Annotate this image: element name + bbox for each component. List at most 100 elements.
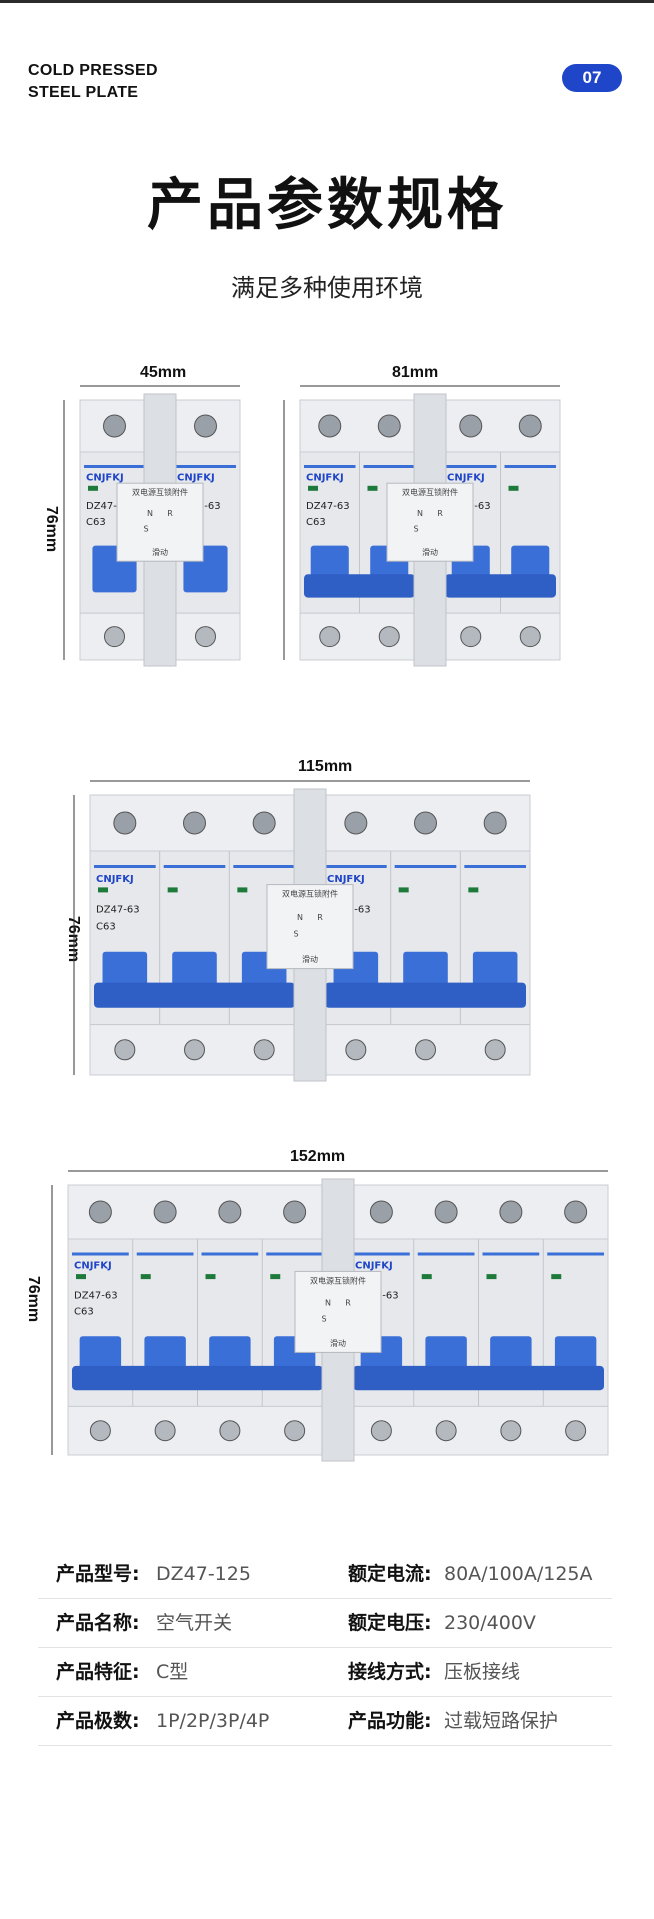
screw-icon xyxy=(284,1420,306,1442)
figure-1-width-label: 45mm xyxy=(140,364,187,381)
brand-line-1: COLD PRESSED xyxy=(28,62,158,79)
interlock-slide-label: 滑动 xyxy=(152,547,168,557)
pole-stripe xyxy=(72,1252,129,1256)
screw-icon xyxy=(113,811,137,835)
spec-table: 产品型号: DZ47-125 额定电流: 80A/100A/125A 产品名称:… xyxy=(38,1550,612,1746)
pole-stripe xyxy=(504,465,556,468)
handle-tie-bar xyxy=(353,1365,604,1391)
handle-tie-bar xyxy=(325,982,526,1008)
screw-icon xyxy=(88,1200,112,1224)
screw-icon xyxy=(318,414,342,438)
interlock-n-label: N xyxy=(417,509,423,518)
figure-3-breaker-6p: CNJFKJDZ47-63C63CNJFKJDZ47-63C63双电源互锁附件N… xyxy=(73,780,531,1082)
spec-label: 额定电压: xyxy=(348,1612,432,1634)
screw-icon xyxy=(218,1200,242,1224)
pole-stripe xyxy=(363,465,415,468)
pole-stripe xyxy=(394,865,457,868)
interlock-n-label: N xyxy=(325,1298,331,1307)
screw-icon xyxy=(153,1200,177,1224)
screw-icon xyxy=(434,1200,458,1224)
rating-text: C63 xyxy=(306,517,326,528)
terminal-block xyxy=(299,612,420,661)
handle-tie-bar xyxy=(94,982,295,1008)
indicator-window xyxy=(140,1274,151,1280)
spec-label: 产品特征: xyxy=(56,1661,140,1683)
spec-label: 产品功能: xyxy=(348,1710,432,1732)
handle-tie-bar xyxy=(72,1365,323,1391)
model-text: DZ47-63 xyxy=(306,501,350,512)
indicator-window xyxy=(398,887,409,893)
interlock-s-label: S xyxy=(413,525,418,534)
model-text: DZ47-63 xyxy=(74,1290,118,1301)
screw-icon xyxy=(184,1039,205,1061)
logo-text: CNJFKJ xyxy=(177,473,215,484)
screw-icon xyxy=(154,1420,176,1442)
interlock-n-label: N xyxy=(147,509,153,518)
rating-text: C63 xyxy=(86,517,106,528)
screw-icon xyxy=(483,811,507,835)
screw-icon xyxy=(344,811,368,835)
interlock-r-label: R xyxy=(437,509,443,518)
spec-label: 产品极数: xyxy=(56,1710,140,1732)
interlock-slide-label: 滑动 xyxy=(422,547,438,557)
interlock-s-label: S xyxy=(293,930,298,939)
spec-value: 230/400V xyxy=(444,1612,536,1634)
screw-icon xyxy=(378,626,400,648)
pole-stripe xyxy=(304,465,356,468)
figure-4-width-label: 152mm xyxy=(290,1148,346,1165)
logo-text: CNJFKJ xyxy=(96,874,134,885)
terminal-block xyxy=(440,612,561,661)
handle-tie-bar xyxy=(445,574,556,598)
pole-stripe xyxy=(325,865,387,868)
terminal-block xyxy=(299,399,420,453)
logo-text: CNJFKJ xyxy=(86,473,124,484)
spec-row: 产品型号: DZ47-125 额定电流: 80A/100A/125A xyxy=(38,1550,612,1599)
brand-line-2: STEEL PLATE xyxy=(28,84,139,101)
screw-icon xyxy=(253,1039,275,1061)
pole-stripe xyxy=(266,1252,323,1256)
screw-icon xyxy=(219,1420,241,1442)
rating-text: C63 xyxy=(74,1307,94,1318)
terminal-block xyxy=(348,1405,609,1456)
spec-label: 接线方式: xyxy=(348,1661,432,1683)
indicator-window xyxy=(468,887,479,893)
terminal-block xyxy=(440,399,561,453)
interlock-slide-label: 滑动 xyxy=(302,954,318,964)
indicator-window xyxy=(551,1274,562,1280)
indicator-window xyxy=(508,485,519,491)
interlock-r-label: R xyxy=(317,913,323,922)
page-number-badge: 07 xyxy=(562,64,622,92)
screw-icon xyxy=(104,626,125,648)
logo-text: CNJFKJ xyxy=(74,1261,112,1272)
screw-icon xyxy=(345,1039,367,1061)
spec-label: 产品型号: xyxy=(56,1563,140,1585)
screw-icon xyxy=(484,1039,506,1061)
interlock-r-label: R xyxy=(167,509,173,518)
interlock-plate xyxy=(266,884,354,970)
spec-value: 80A/100A/125A xyxy=(444,1563,593,1585)
indicator-window xyxy=(270,1274,281,1280)
indicator-window xyxy=(237,887,248,893)
figure-1-breaker-2p: CNJFKJDZ47-63C63CNJFKJDZ47-63C63双电源互锁附件N… xyxy=(63,385,241,667)
indicator-window xyxy=(167,887,178,893)
pole-stripe xyxy=(84,465,145,468)
top-bar xyxy=(0,0,654,3)
screw-icon xyxy=(183,811,206,835)
screw-icon xyxy=(194,414,217,438)
interlock-title: 双电源互锁附件 xyxy=(310,1275,366,1285)
indicator-window xyxy=(98,887,108,893)
screw-icon xyxy=(518,414,542,438)
indicator-window xyxy=(88,485,98,491)
screw-icon xyxy=(103,414,126,438)
screw-icon xyxy=(195,626,216,648)
interlock-title: 双电源互锁附件 xyxy=(402,487,458,497)
spec-value: 空气开关 xyxy=(156,1612,233,1634)
logo-text: CNJFKJ xyxy=(327,874,365,885)
pole-stripe xyxy=(201,1252,259,1256)
terminal-block xyxy=(67,1405,328,1456)
indicator-window xyxy=(308,485,318,491)
screw-icon xyxy=(319,626,341,648)
figure-4-height-label: 76mm xyxy=(25,1275,43,1323)
screw-icon xyxy=(252,811,276,835)
screw-icon xyxy=(377,414,401,438)
